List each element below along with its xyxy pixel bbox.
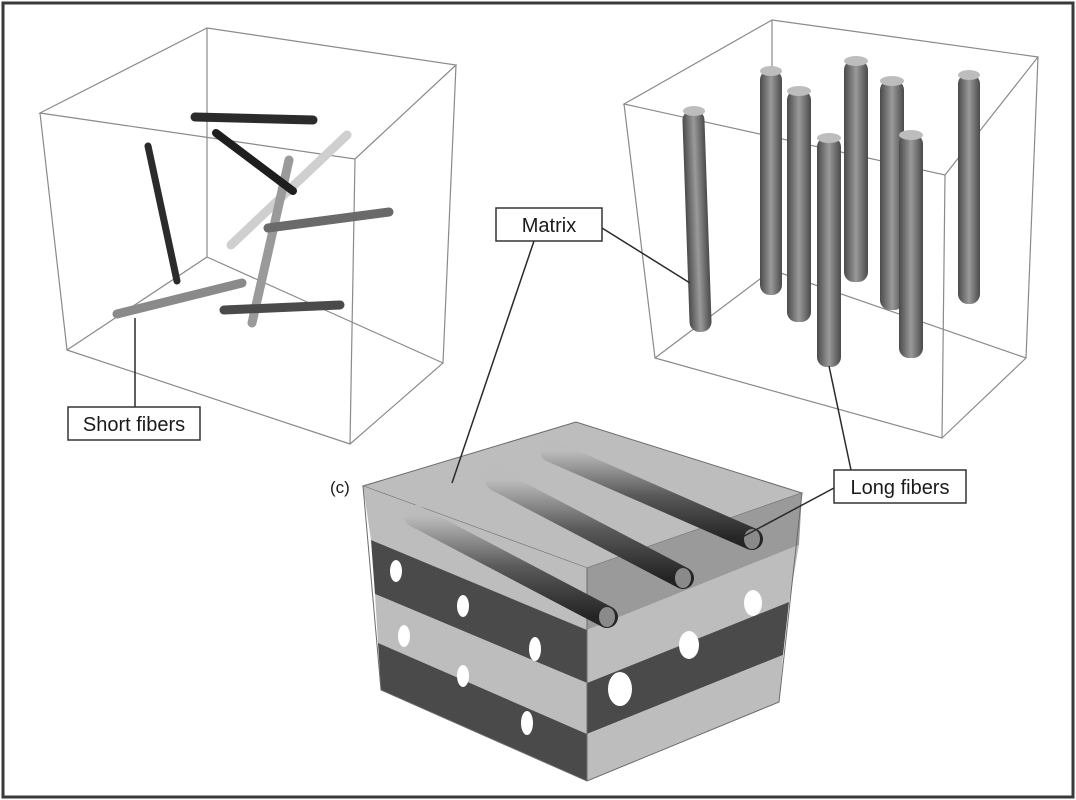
short-fibers-label: Short fibers: [83, 414, 185, 436]
short-fiber-cube: Short fibers: [38, 27, 458, 445]
top-fiber: [485, 469, 694, 589]
short-fiber: [112, 278, 247, 319]
short-fiber: [219, 300, 345, 315]
fiber-end: [457, 665, 469, 687]
long-fiber-rods: [682, 56, 980, 367]
laminate-right-layer: [587, 545, 799, 683]
panel-c-label: (c): [330, 478, 350, 497]
laminate-right-layer: [587, 655, 783, 781]
fiber-end: [744, 590, 762, 616]
long-fiber: [880, 76, 904, 310]
short-fiber: [190, 112, 318, 125]
long-fiber: [899, 130, 923, 358]
laminate-top-fibers: [404, 440, 763, 628]
fiber-end: [398, 625, 410, 647]
short-fiber-rods: [112, 112, 394, 328]
laminate-right-layer: [587, 602, 789, 734]
short-fiber: [263, 207, 394, 233]
matrix-callout: Matrix: [451, 207, 691, 484]
short-fiber: [212, 129, 297, 195]
top-fiber: [404, 505, 618, 628]
fiber-end: [529, 637, 541, 661]
fiber-end: [457, 595, 469, 617]
matrix-label: Matrix: [522, 215, 576, 237]
laminate-block: (c): [330, 421, 804, 782]
long-fiber: [760, 66, 782, 295]
long-fibers-label: Long fibers: [851, 477, 950, 499]
long-fiber: [682, 106, 712, 332]
laminate-left-layer: [378, 643, 587, 781]
matrix-leader-right: [601, 227, 691, 284]
short-fiber: [144, 142, 181, 285]
fiber-end-holes: [390, 560, 762, 735]
short-fibers-callout: Short fibers: [67, 406, 201, 441]
long-fibers-leader-left: [732, 487, 835, 543]
fiber-end: [390, 560, 402, 582]
long-fibers-callout: Long fibers: [732, 365, 967, 543]
long-fiber: [844, 56, 868, 282]
fiber-end: [521, 711, 533, 735]
matrix-leader-down: [451, 240, 535, 484]
long-fiber: [958, 70, 980, 304]
laminate-left-layer: [375, 594, 587, 734]
long-fiber-cube: [622, 19, 1040, 439]
top-fiber: [540, 440, 763, 550]
fiber-end: [608, 672, 632, 706]
long-fiber: [787, 86, 811, 322]
fiber-end: [679, 631, 699, 659]
long-fibers-leader-up: [828, 365, 852, 471]
long-fiber: [817, 133, 841, 367]
